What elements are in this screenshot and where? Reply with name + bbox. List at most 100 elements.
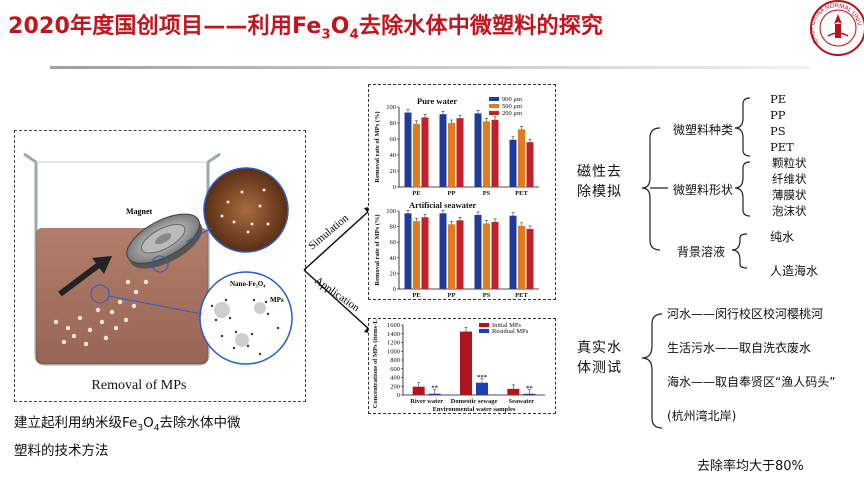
simulation-label: Simulation: [306, 212, 351, 253]
beaker-illustration: Magnet Nano-Fe₃O₄ MPs: [23, 152, 293, 366]
x-tick-label: PET: [515, 190, 528, 197]
mp-shape-item: 颗粒状: [772, 156, 807, 170]
y-tick-label: 80: [390, 224, 397, 231]
legend-swatch: [479, 329, 489, 333]
legend-swatch: [489, 97, 499, 101]
bar: [412, 386, 425, 395]
bar: [448, 123, 455, 187]
x-tick-label: PS: [483, 292, 491, 299]
bar: [421, 217, 429, 289]
sample-seawater: 海水——取自奉贤区“渔人码头”: [667, 375, 836, 389]
x-tick-label: PP: [448, 190, 456, 197]
x-tick-label: PET: [515, 292, 528, 299]
x-tick-label: River water: [410, 398, 443, 405]
legend-label: Initial MPs: [492, 322, 522, 329]
background-item: 纯水: [770, 230, 795, 244]
y-tick-label: 800: [390, 357, 400, 364]
magnetic-removal-heading: 磁性去除模拟: [577, 164, 622, 200]
nanoparticle-zoom: [203, 167, 289, 253]
nano-label: Nano-Fe₃O₄: [230, 280, 266, 288]
y-tick-label: 1000: [387, 348, 400, 355]
y-axis-label: Removal rate of MPs (%): [374, 214, 381, 285]
mp-type-item: PE: [770, 92, 787, 106]
bar: [428, 393, 441, 395]
bar: [413, 221, 420, 289]
y-tick-label: 80: [390, 120, 397, 127]
sample-river: 河水——闵行校区校河樱桃河: [667, 307, 824, 321]
magnet: [126, 213, 203, 269]
bar: [518, 129, 525, 187]
legend-swatch: [479, 323, 489, 327]
mp-shapes-label: 微塑料形状: [673, 183, 734, 197]
sample-seawater-location: (杭州湾北岸): [667, 409, 737, 423]
bar: [526, 228, 534, 289]
bar: [439, 213, 447, 289]
bar: [404, 213, 412, 289]
bar: [483, 121, 490, 187]
y-tick-label: 60: [390, 239, 397, 246]
y-tick-label: 60: [390, 136, 397, 143]
mp-type-item: PP: [770, 108, 786, 122]
mp-shape-item: 薄膜状: [772, 188, 807, 202]
bar: [439, 114, 447, 187]
bar: [421, 117, 429, 187]
legend-label: Residual MPs: [492, 328, 529, 335]
x-axis-label: Environmental water samples: [433, 406, 516, 413]
y-tick-label: 400: [390, 375, 400, 382]
y-tick-label: 20: [390, 270, 397, 277]
mps-label: MPs: [270, 296, 284, 304]
bar: [404, 112, 412, 187]
university-logo: EAST CHINA NORMAL UNIV.: [810, 0, 864, 56]
conclusion-text: 去除率均大于80%: [697, 459, 804, 474]
bar: [456, 118, 464, 187]
y-tick-label: 600: [390, 366, 400, 373]
bar: [509, 215, 517, 289]
bar: [448, 224, 455, 289]
sample-sewage: 生活污水——取自洗衣废水: [667, 341, 812, 355]
real-water-heading: 真实水体测试: [577, 340, 622, 376]
chart-title: Artificial seawater: [409, 200, 476, 210]
bar: [491, 221, 499, 289]
legend-swatch: [489, 111, 499, 115]
bar: [460, 331, 472, 395]
x-tick-label: PS: [483, 190, 491, 197]
x-tick-label: Seawater: [509, 398, 535, 405]
y-tick-label: 20: [390, 168, 397, 175]
page-title: 2020年度国创项目——利用Fe3O4去除水体中微塑料的探究: [8, 14, 604, 43]
y-tick-label: 0: [393, 286, 396, 293]
mp-shape-item: 泡沫状: [772, 204, 807, 218]
mp-shapes-list: 颗粒状 纤维状 薄膜状 泡沫状: [772, 155, 807, 219]
mp-types-label: 微塑料种类: [673, 123, 734, 137]
y-tick-label: 0: [397, 392, 400, 399]
header-divider: [50, 66, 810, 69]
bar: [456, 220, 464, 289]
y-tick-label: 1600: [387, 322, 400, 329]
y-tick-label: 40: [390, 152, 397, 159]
significance-label: **: [431, 385, 438, 392]
bar: [518, 225, 525, 289]
significance-label: **: [526, 385, 533, 392]
background-item: 人造海水: [770, 264, 819, 278]
x-tick-label: PE: [412, 292, 420, 299]
legend-label: 900 μm: [502, 96, 522, 103]
y-tick-label: 100: [386, 104, 396, 111]
x-tick-label: PE: [412, 190, 420, 197]
bar: [523, 393, 536, 395]
chart-title: Pure water: [417, 96, 457, 106]
bar: [509, 139, 517, 187]
bar: [476, 382, 488, 395]
y-tick-label: 200: [390, 383, 400, 390]
method-summary: 建立起利用纳米级Fe3O4去除水体中微 塑料的技术方法: [14, 415, 241, 459]
flow-arrows: Simulation Application: [303, 206, 374, 334]
microplastic-particles: [53, 279, 149, 347]
application-label: Application: [312, 275, 362, 315]
tree-connectors: [641, 97, 751, 429]
legend-swatch: [489, 104, 499, 108]
mp-shape-item: 纤维状: [772, 172, 807, 186]
bar: [526, 142, 534, 187]
x-tick-label: Domestic sewage: [451, 398, 498, 405]
y-tick-label: 40: [390, 255, 397, 262]
bar: [474, 214, 482, 289]
legend-label: 500 μm: [502, 103, 522, 110]
